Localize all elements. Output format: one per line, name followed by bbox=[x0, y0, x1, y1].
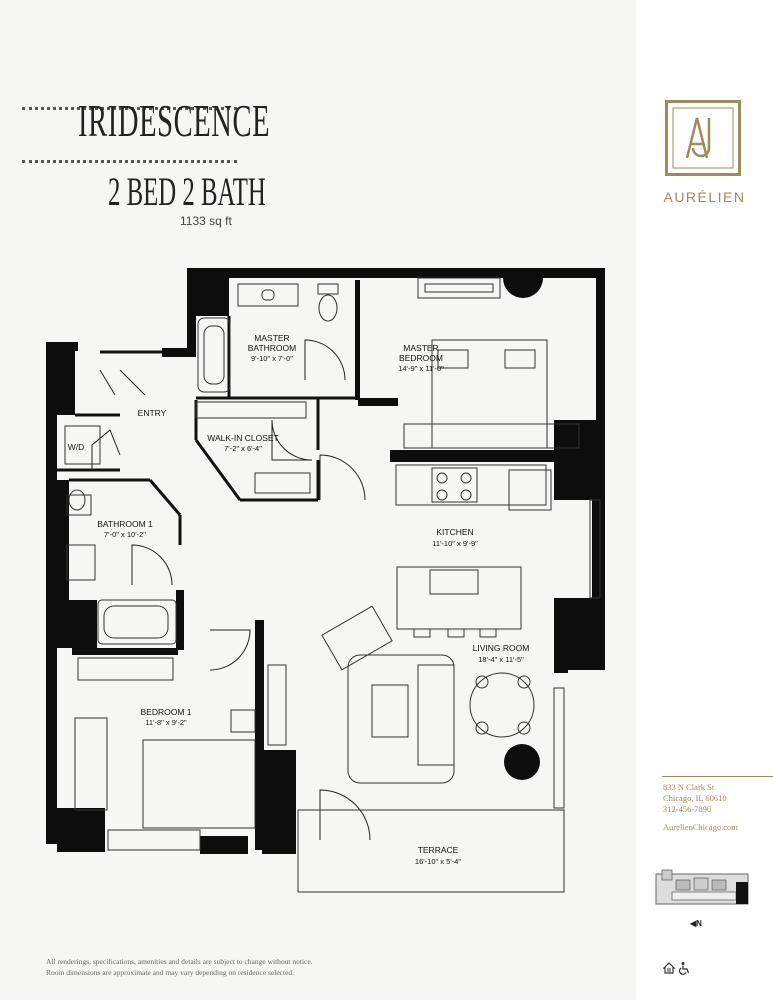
label-living-room: LIVING ROOM bbox=[473, 643, 530, 653]
label-wd: W/D bbox=[68, 442, 85, 452]
dims-kitchen: 11'-10" x 9'-9" bbox=[432, 539, 478, 548]
dims-living-room: 18'-4" x 11'-5" bbox=[478, 655, 524, 664]
dims-terrace: 16'-10" x 5'-4" bbox=[415, 857, 461, 866]
north-arrow-icon: ◀ bbox=[690, 919, 697, 928]
walls bbox=[46, 268, 605, 854]
label-master-bedroom: MASTER bbox=[403, 343, 438, 353]
label-master-bathroom: MASTER bbox=[254, 333, 289, 343]
north-label: N bbox=[696, 919, 702, 928]
label-terrace: TERRACE bbox=[418, 845, 459, 855]
key-plan bbox=[655, 869, 749, 905]
doors bbox=[91, 339, 371, 841]
address-rule bbox=[662, 776, 773, 777]
unit-area: 1133 sq ft bbox=[180, 214, 232, 228]
label-master-bedroom-2: BEDROOM bbox=[399, 353, 443, 363]
interior-walls bbox=[57, 316, 358, 545]
address-block: 833 N Clark St Chicago, IL 60610 312-456… bbox=[663, 782, 738, 833]
address-street: 833 N Clark St bbox=[663, 782, 715, 792]
accessibility-icon bbox=[678, 962, 690, 975]
fixtures bbox=[64, 277, 601, 893]
dims-walk-in-closet: 7'-2" x 6'-4" bbox=[224, 444, 262, 453]
dims-master-bedroom: 14'-9" x 11'-0" bbox=[398, 364, 444, 373]
unit-name: IRIDESCENCE bbox=[78, 95, 271, 146]
equal-housing-icon bbox=[663, 962, 676, 974]
label-walk-in-closet: WALK-IN CLOSET bbox=[207, 433, 278, 443]
north-indicator: ◀N bbox=[690, 919, 702, 928]
disclaimer-line-1: All renderings, specifications, amenitie… bbox=[46, 957, 313, 966]
disclaimer-line-2: Room dimensions are approximate and may … bbox=[46, 968, 295, 977]
label-bathroom-1: BATHROOM 1 bbox=[97, 519, 153, 529]
brand-name: AURÉLIEN bbox=[663, 189, 746, 205]
address-phone: 312-456-7890 bbox=[663, 804, 712, 814]
solid-fixtures bbox=[503, 278, 543, 780]
unit-type: 2 BED 2 BATH bbox=[108, 169, 266, 214]
title-rule-top bbox=[22, 107, 237, 110]
title-rule-bottom bbox=[22, 160, 237, 163]
footer-icons bbox=[663, 962, 690, 975]
dims-bedroom-1: 11'-8" x 9'-2" bbox=[145, 718, 187, 727]
brand-logo bbox=[665, 100, 741, 176]
label-entry: ENTRY bbox=[138, 408, 167, 418]
brand-panel bbox=[636, 0, 773, 1000]
label-master-bathroom-2: BATHROOM bbox=[248, 343, 296, 353]
website-link[interactable]: AurelienChicago.com bbox=[663, 822, 738, 832]
room-labels: MASTER BATHROOM 9'-10" x 7'-0" MASTER BE… bbox=[68, 333, 530, 866]
floor-plan: MASTER BATHROOM 9'-10" x 7'-0" MASTER BE… bbox=[46, 268, 605, 893]
address-city: Chicago, IL 60610 bbox=[663, 793, 727, 803]
label-kitchen: KITCHEN bbox=[436, 527, 473, 537]
disclaimer: All renderings, specifications, amenitie… bbox=[46, 956, 606, 978]
dims-bathroom-1: 7'-0" x 10'-2" bbox=[104, 530, 146, 539]
label-bedroom-1: BEDROOM 1 bbox=[140, 707, 191, 717]
key-plan-unit-highlight bbox=[736, 882, 748, 904]
dims-master-bathroom: 9'-10" x 7'-0" bbox=[251, 354, 293, 363]
